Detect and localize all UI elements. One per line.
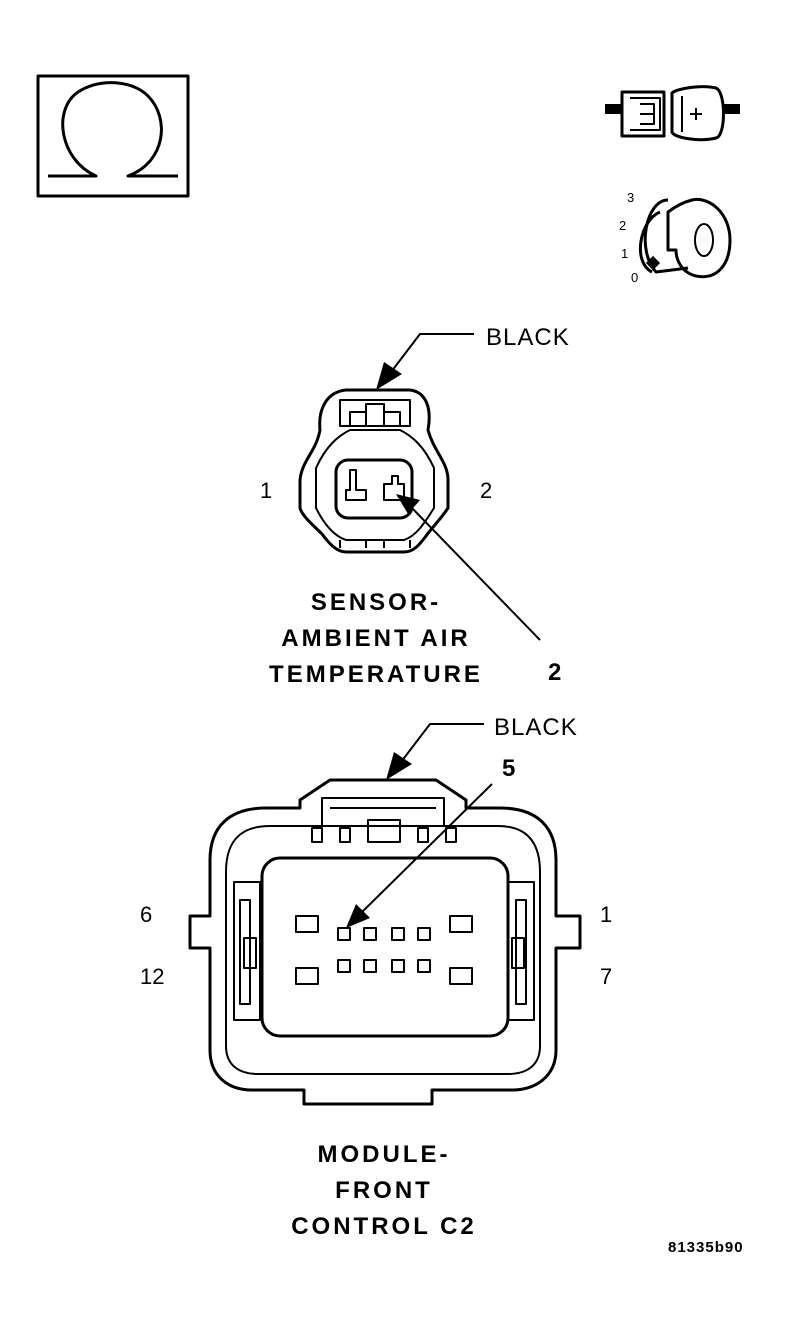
module-title-line-1: MODULE- bbox=[318, 1141, 451, 1168]
sensor-pin-1-label: 1 bbox=[260, 478, 272, 503]
sensor-title-line-2: AMBIENT AIR bbox=[281, 625, 470, 652]
ignition-key-icon: 3 2 1 0 bbox=[619, 190, 732, 285]
sensor-color-label: BLACK bbox=[486, 324, 570, 351]
module-pin-12-label: 12 bbox=[140, 964, 164, 989]
module-pin-6-label: 6 bbox=[140, 902, 152, 927]
module-pin-7-label: 7 bbox=[600, 964, 612, 989]
module-title-line-2: FRONT bbox=[335, 1177, 433, 1204]
module-color-label: BLACK bbox=[494, 714, 578, 741]
ignition-position-0: 0 bbox=[631, 270, 638, 285]
module-callout-number: 5 bbox=[502, 755, 515, 782]
ignition-position-1: 1 bbox=[621, 246, 628, 261]
module-connector: BLACK bbox=[140, 714, 612, 1240]
sensor-title-line-1: SENSOR- bbox=[311, 589, 441, 616]
ignition-position-2: 2 bbox=[619, 218, 626, 233]
disconnected-connector-icon bbox=[605, 85, 740, 142]
module-title-line-3: CONTROL C2 bbox=[291, 1213, 477, 1240]
sensor-callout-number: 2 bbox=[548, 659, 561, 686]
figure-reference-code: 81335b90 bbox=[668, 1239, 744, 1256]
ohm-symbol-icon bbox=[36, 74, 190, 198]
sensor-connector: BLACK 1 2 2 SENSOR- AMBIENT AIR TEMPERAT… bbox=[260, 324, 570, 688]
module-pin-1-label: 1 bbox=[600, 902, 612, 927]
sensor-title-line-3: TEMPERATURE bbox=[269, 661, 483, 688]
ignition-position-3: 3 bbox=[627, 190, 634, 205]
sensor-pin-2-label: 2 bbox=[480, 478, 492, 503]
